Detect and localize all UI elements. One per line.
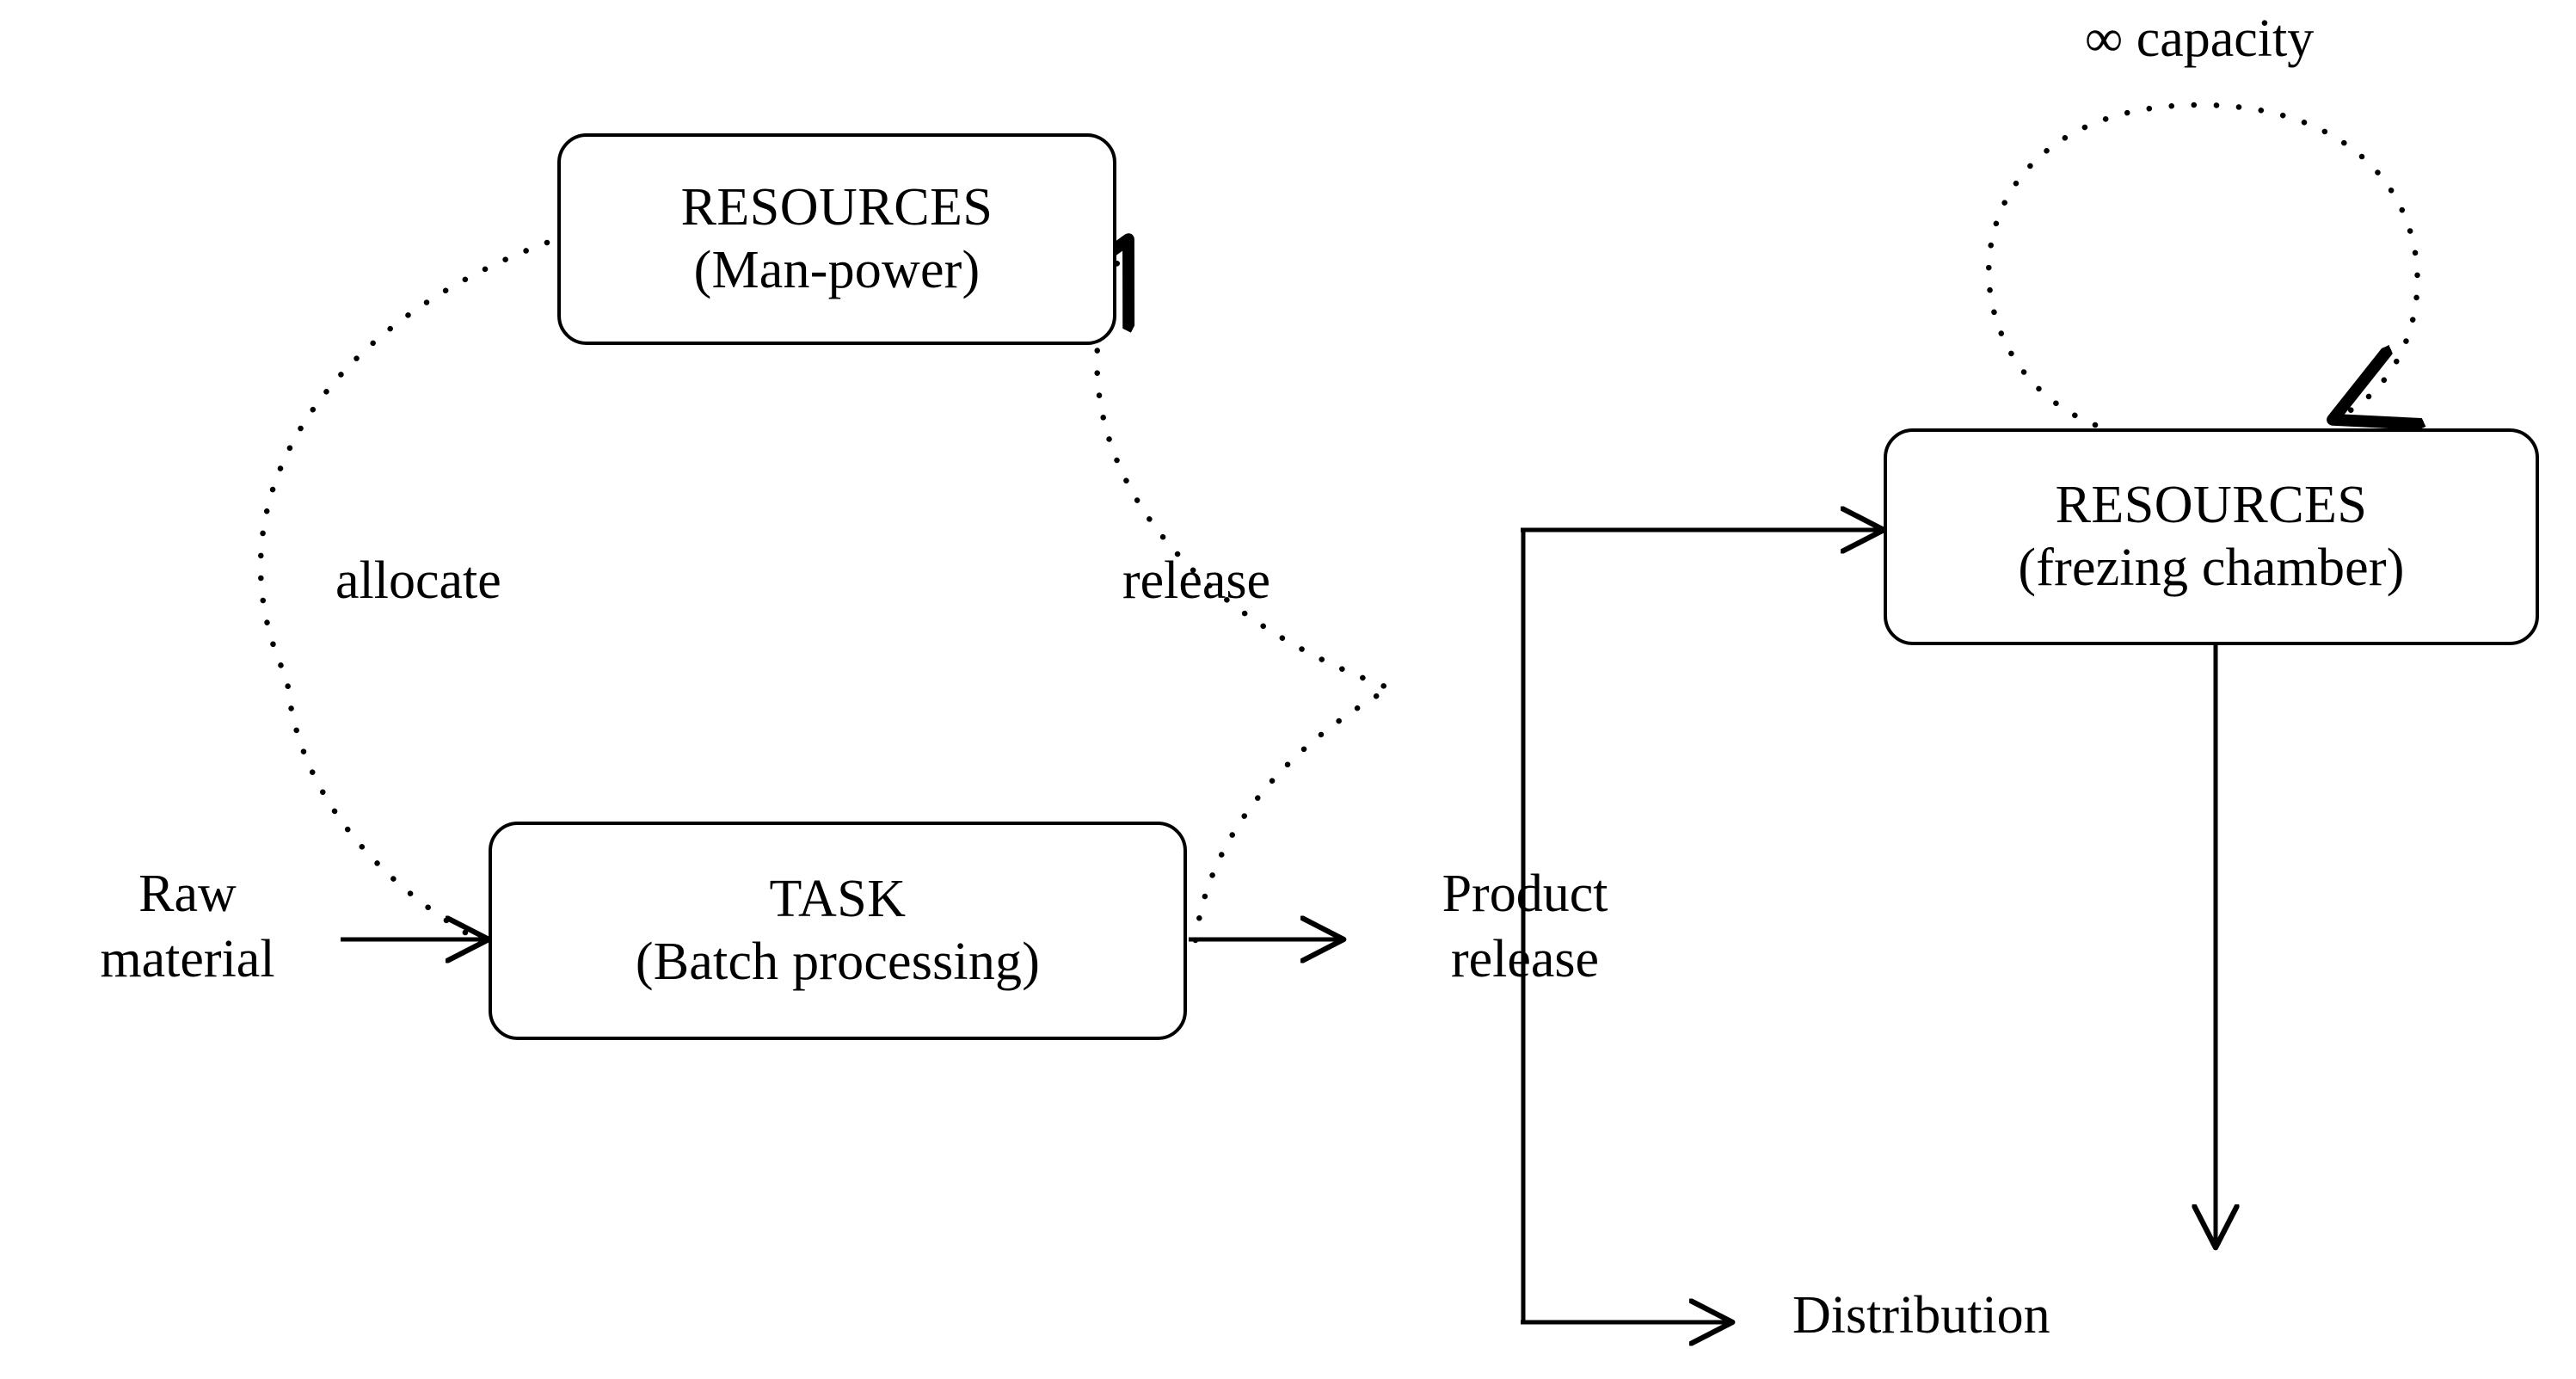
node-resources-chamber-title: RESOURCES <box>2055 475 2368 534</box>
label-product-release-line1: Product <box>1442 865 1608 923</box>
label-distribution: Distribution <box>1792 1286 2050 1345</box>
node-resources-manpower-title: RESOURCES <box>680 177 993 237</box>
label-product-release-line2: release <box>1450 929 1600 988</box>
edge-chamber-self-loop <box>1986 102 2417 425</box>
label-release: release <box>1122 551 1271 610</box>
node-task-title: TASK <box>769 869 907 928</box>
label-product-release: Product release <box>1400 862 1650 992</box>
label-infinite-capacity: ∞ capacity <box>2085 9 2315 68</box>
label-raw-material-line2: material <box>100 929 275 988</box>
node-resources-manpower-subtitle: (Man-power) <box>693 241 981 299</box>
label-raw-material: Raw material <box>67 862 308 992</box>
node-task[interactable]: TASK (Batch processing) <box>489 822 1187 1040</box>
node-resources-chamber-subtitle: (frezing chamber) <box>2018 539 2405 597</box>
node-resources-frezing-chamber[interactable]: RESOURCES (frezing chamber) <box>1884 428 2539 645</box>
label-raw-material-line1: Raw <box>138 865 237 923</box>
label-allocate: allocate <box>335 551 501 610</box>
node-task-subtitle: (Batch processing) <box>635 933 1041 991</box>
node-resources-manpower[interactable]: RESOURCES (Man-power) <box>557 133 1116 345</box>
